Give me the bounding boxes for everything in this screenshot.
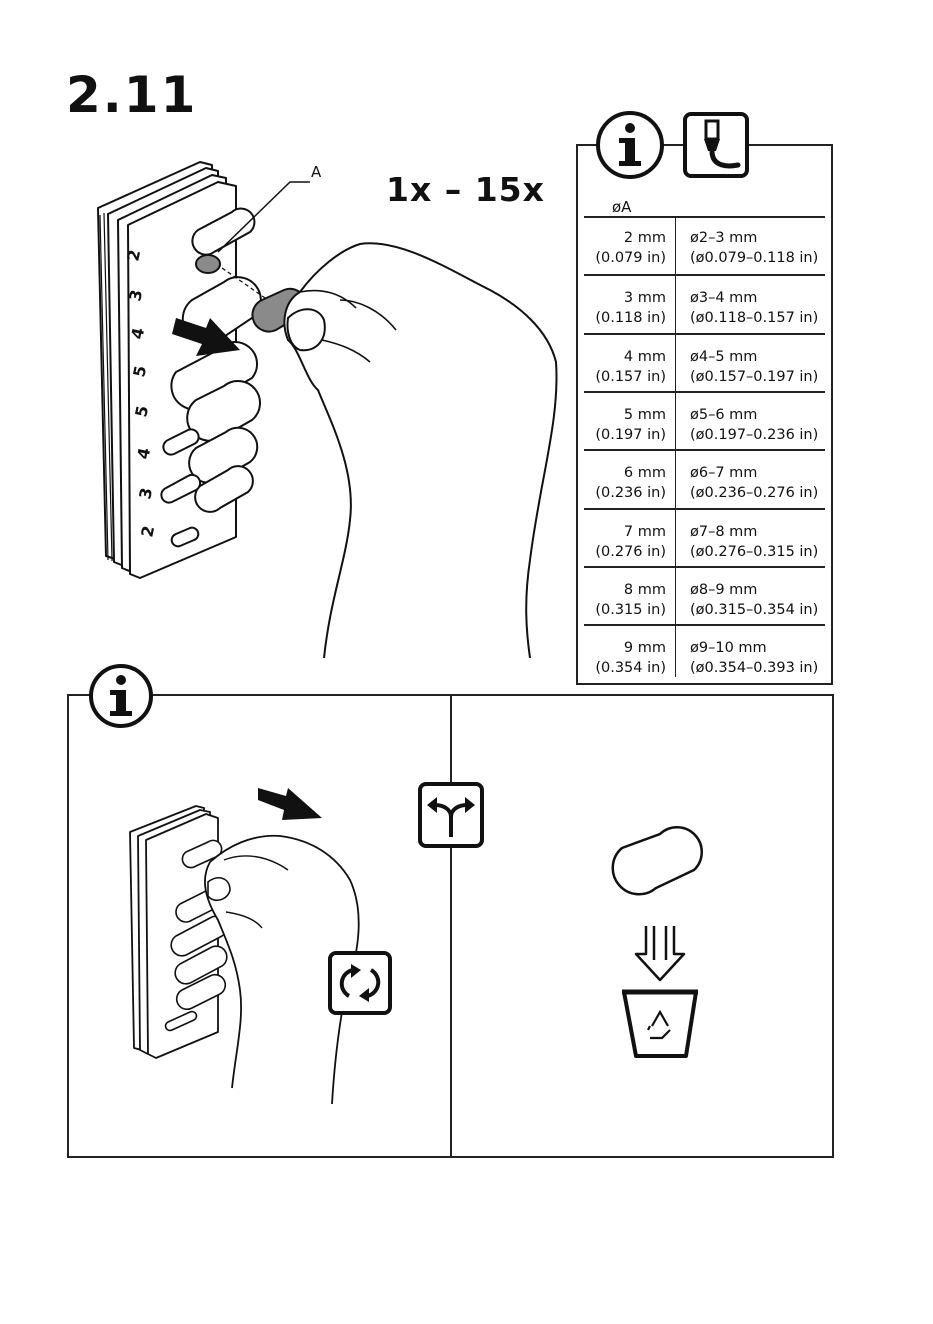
plug-size-inch: (0.354 in) bbox=[595, 660, 666, 677]
plug-size-inch: (0.236 in) bbox=[595, 485, 666, 502]
table-row: 3 mm (0.118 in) ø3–4 mm (ø0.118–0.157 in) bbox=[584, 274, 825, 332]
hole-range-mm: ø8–9 mm bbox=[690, 581, 758, 598]
plug-card-illustration: 2 3 4 5 5 4 3 2 bbox=[97, 161, 558, 659]
plug-size-cell: 5 mm (0.197 in) bbox=[584, 405, 666, 445]
hole-range-cell: ø6–7 mm (ø0.236–0.276 in) bbox=[690, 463, 818, 503]
plug-size-mm: 7 mm bbox=[623, 523, 666, 540]
hole-range-inch: (ø0.079–0.118 in) bbox=[690, 250, 819, 266]
svg-text:2: 2 bbox=[123, 248, 144, 263]
hole-range-cell: ø7–8 mm (ø0.276–0.315 in) bbox=[690, 522, 818, 562]
plug-size-cell: 2 mm (0.079 in) bbox=[584, 228, 666, 268]
callout-label-a: A bbox=[311, 163, 322, 181]
hole-range-mm: ø5–6 mm bbox=[690, 406, 758, 423]
plug-size-mm: 4 mm bbox=[623, 348, 666, 365]
hole-range-inch: (ø0.197–0.236 in) bbox=[690, 426, 819, 443]
plug-size-inch: (0.315 in) bbox=[595, 601, 666, 618]
plug-size-mm: 8 mm bbox=[623, 581, 666, 598]
plug-size-inch: (0.157 in) bbox=[595, 368, 666, 385]
hole-range-inch: (ø0.118–0.157 in) bbox=[690, 310, 819, 327]
hole-range-mm: ø4–5 mm bbox=[690, 348, 758, 365]
plug-size-cell: 7 mm (0.276 in) bbox=[584, 522, 666, 562]
table-row: 4 mm (0.157 in) ø4–5 mm (ø0.157–0.197 in) bbox=[584, 332, 825, 391]
table-row: 6 mm (0.236 in) ø6–7 mm (ø0.236–0.276 in) bbox=[584, 449, 825, 507]
hole-range-inch: (ø0.157–0.197 in) bbox=[690, 368, 819, 385]
hole-range-inch: (ø0.276–0.315 in) bbox=[690, 543, 819, 560]
table-row: 5 mm (0.197 in) ø5–6 mm (ø0.197–0.236 in) bbox=[584, 390, 825, 449]
hole-range-inch: (ø0.354–0.393 in) bbox=[690, 660, 819, 677]
hole-range-cell: ø3–4 mm (ø0.118–0.157 in) bbox=[690, 288, 818, 328]
plug-size-cell: 8 mm (0.315 in) bbox=[584, 580, 666, 620]
cable-connector-icon bbox=[683, 112, 749, 178]
svg-text:3: 3 bbox=[135, 486, 156, 501]
plug-size-table: øA 2 mm (0.079 in) ø2–3 mm (ø0.079–0.118 in… bbox=[576, 144, 833, 685]
table-row: 9 mm (0.354 in) ø9–10 mm (ø0.354–0.393 in) bbox=[584, 624, 825, 682]
svg-text:4: 4 bbox=[127, 326, 148, 341]
hole-range-inch: (ø0.315–0.354 in) bbox=[690, 601, 819, 618]
plug-size-mm: 5 mm bbox=[623, 406, 666, 423]
plug-size-mm: 9 mm bbox=[623, 640, 666, 657]
plug-size-inch: (0.118 in) bbox=[595, 310, 666, 327]
table-header-diameter: øA bbox=[612, 198, 632, 216]
plug-size-cell: 4 mm (0.157 in) bbox=[584, 347, 666, 387]
hole-range-mm: ø6–7 mm bbox=[690, 465, 758, 482]
svg-text:3: 3 bbox=[125, 288, 146, 303]
plug-size-cell: 3 mm (0.118 in) bbox=[584, 288, 666, 328]
table-row: 7 mm (0.276 in) ø7–8 mm (ø0.276–0.315 in) bbox=[584, 507, 825, 566]
hole-range-cell: ø2–3 mm (ø0.079–0.118 in) bbox=[690, 228, 818, 268]
info-icon bbox=[89, 664, 153, 728]
plug-size-cell: 9 mm (0.354 in) bbox=[584, 638, 666, 678]
svg-text:5: 5 bbox=[131, 404, 152, 419]
plug-size-mm: 6 mm bbox=[623, 465, 666, 482]
plug-size-inch: (0.276 in) bbox=[595, 543, 666, 560]
plug-size-inch: (0.079 in) bbox=[595, 250, 666, 266]
svg-text:2: 2 bbox=[137, 524, 158, 539]
svg-text:4: 4 bbox=[133, 446, 154, 461]
step-number: 2.11 bbox=[66, 66, 198, 124]
plug-size-cell: 6 mm (0.236 in) bbox=[584, 463, 666, 503]
table-column-divider bbox=[675, 216, 676, 677]
recycle-bin-icon bbox=[611, 826, 704, 1058]
hole-range-cell: ø8–9 mm (ø0.315–0.354 in) bbox=[690, 580, 818, 620]
split-arrow-icon bbox=[418, 782, 484, 848]
hole-range-mm: ø3–4 mm bbox=[690, 290, 758, 307]
hole-range-cell: ø5–6 mm (ø0.197–0.236 in) bbox=[690, 405, 818, 445]
refresh-icon bbox=[328, 951, 392, 1015]
hole-range-mm: ø7–8 mm bbox=[690, 523, 758, 540]
plug-size-inch: (0.197 in) bbox=[595, 426, 666, 443]
plug-size-mm: 3 mm bbox=[623, 290, 666, 307]
table-row: 8 mm (0.315 in) ø8–9 mm (ø0.315–0.354 in) bbox=[584, 565, 825, 624]
hole-range-cell: ø9–10 mm (ø0.354–0.393 in) bbox=[690, 638, 818, 678]
hole-range-mm: ø2–3 mm bbox=[690, 230, 758, 246]
hole-range-mm: ø9–10 mm bbox=[690, 640, 767, 657]
table-row: 2 mm (0.079 in) ø2–3 mm (ø0.079–0.118 in) bbox=[584, 216, 825, 274]
bottom-panel-divider bbox=[450, 694, 452, 1158]
repeat-count-label: 1x – 15x bbox=[386, 170, 545, 209]
info-icon bbox=[596, 111, 664, 179]
svg-text:5: 5 bbox=[129, 364, 150, 379]
table-header-rule bbox=[584, 216, 825, 218]
plug-size-mm: 2 mm bbox=[623, 230, 666, 246]
hole-range-cell: ø4–5 mm (ø0.157–0.197 in) bbox=[690, 347, 818, 387]
hole-range-inch: (ø0.236–0.276 in) bbox=[690, 485, 819, 502]
